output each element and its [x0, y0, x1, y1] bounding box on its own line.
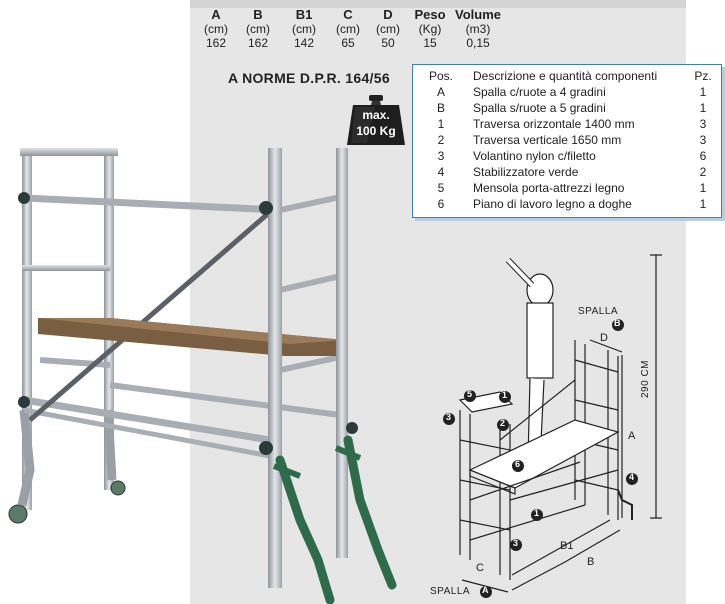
spec-col-c: C (cm) 65 [326, 7, 370, 51]
row-pos: 5 [437, 181, 445, 195]
weight-icon [347, 95, 405, 145]
spec-header: A [211, 7, 221, 22]
marker-letter-b: B [614, 318, 621, 328]
marker-label-2: 2 [500, 418, 506, 428]
spec-header: Volume [455, 7, 501, 22]
row-desc: Traversa orizzontale 1400 mm [473, 117, 635, 131]
back-frame [8, 148, 126, 524]
row-pos: B [436, 101, 445, 115]
marker-label-4: 4 [629, 472, 635, 482]
spec-col-d: D (cm) 50 [366, 7, 410, 51]
spec-unit: (m3) [465, 22, 491, 36]
table-row: 1 Traversa orizzontale 1400 mm 3 [413, 116, 721, 132]
spec-value: 162 [205, 36, 227, 50]
spec-value: 65 [341, 36, 355, 50]
spec-col-b: B (cm) 162 [236, 7, 280, 51]
panel-top-strip [190, 0, 686, 8]
marker-letter-a: A [482, 585, 489, 595]
row-desc: Mensola porta-attrezzi legno [473, 181, 625, 195]
spec-header: B1 [295, 7, 313, 22]
table-row: 5 Mensola porta-attrezzi legno 1 [413, 180, 721, 196]
spec-value: 162 [247, 36, 269, 50]
marker-label-6: 6 [515, 459, 521, 469]
weight-label: max. 100 Kg [345, 107, 407, 139]
label-height: 290 CM [640, 359, 651, 398]
spec-header: B [253, 7, 263, 22]
spec-unit: (cm) [246, 22, 270, 36]
marker-label-1: 1 [502, 390, 508, 400]
spec-col-a: A (cm) 162 [194, 7, 238, 51]
row-desc: Piano di lavoro legno a doghe [473, 197, 632, 211]
row-pz: 1 [699, 197, 707, 211]
label-dim-b: B [587, 556, 595, 568]
table-row: 2 Traversa verticale 1650 mm 3 [413, 132, 721, 148]
row-pos: 2 [437, 133, 445, 147]
label-dim-c: C [476, 562, 484, 574]
spec-unit: (cm) [336, 22, 360, 36]
row-desc: Volantino nylon c/filetto [473, 149, 596, 163]
row-pz: 2 [699, 165, 707, 179]
spec-value: 0,15 [466, 36, 490, 50]
row-pz: 1 [699, 181, 707, 195]
spec-unit: (cm) [292, 22, 316, 36]
table-row: 3 Volantino nylon c/filetto 6 [413, 148, 721, 164]
weight-line2: 100 Kg [356, 124, 396, 138]
table-row: 4 Stabilizzatore verde 2 [413, 164, 721, 180]
marker-label-3: 3 [446, 412, 452, 422]
table-row: 6 Piano di lavoro legno a doghe 1 [413, 196, 721, 212]
spec-col-peso: Peso (Kg) 15 [408, 7, 452, 51]
norm-title: A NORME D.P.R. 164/56 [228, 70, 390, 86]
table-row: B Spalla s/ruote a 5 gradini 1 [413, 100, 721, 116]
row-pos: 1 [437, 117, 445, 131]
spec-unit: (Kg) [418, 22, 442, 36]
row-pz: 3 [699, 117, 707, 131]
row-pz: 3 [699, 133, 707, 147]
row-desc: Traversa verticale 1650 mm [473, 133, 622, 147]
components-table: Pos. Descrizione e quantità componenti P… [412, 64, 722, 218]
spec-value: 15 [423, 36, 437, 50]
label-dim-d: D [600, 332, 608, 344]
row-pos: 3 [437, 149, 445, 163]
row-desc: Stabilizzatore verde [473, 165, 579, 179]
marker-label-5: 5 [467, 389, 473, 399]
spec-header: Peso [414, 7, 446, 22]
marker-label-1b: 1 [534, 508, 540, 518]
row-pz: 6 [699, 149, 707, 163]
spec-col-b1: B1 (cm) 142 [282, 7, 326, 51]
weight-line1: max. [362, 108, 390, 122]
row-desc: Spalla c/ruote a 4 gradini [473, 85, 606, 99]
row-desc: Spalla s/ruote a 5 gradini [473, 101, 606, 115]
header-pz: Pz. [694, 69, 712, 83]
table-row: A Spalla c/ruote a 4 gradini 1 [413, 84, 721, 100]
spec-header: C [343, 7, 353, 22]
row-pz: 1 [699, 85, 707, 99]
spec-unit: (cm) [204, 22, 228, 36]
spec-unit: (cm) [376, 22, 400, 36]
row-pos: A [436, 85, 445, 99]
weight-badge: max. 100 Kg [345, 95, 407, 147]
row-pos: 6 [437, 197, 445, 211]
label-dim-b1: B1 [560, 540, 574, 552]
spec-header: D [383, 7, 393, 22]
row-pos: 4 [437, 165, 445, 179]
spec-value: 142 [293, 36, 315, 50]
header-desc: Descrizione e quantità componenti [473, 69, 658, 83]
label-spalla-b: SPALLA [578, 306, 619, 317]
label-spalla-a: SPALLA [430, 586, 471, 597]
spec-value: 50 [381, 36, 395, 50]
marker-label-3b: 3 [513, 538, 519, 548]
label-dim-a: A [628, 430, 636, 442]
spec-col-volume: Volume (m3) 0,15 [452, 7, 504, 51]
row-pz: 1 [699, 101, 707, 115]
header-pos: Pos. [428, 69, 453, 83]
components-header-row: Pos. Descrizione e quantità componenti P… [413, 68, 721, 84]
